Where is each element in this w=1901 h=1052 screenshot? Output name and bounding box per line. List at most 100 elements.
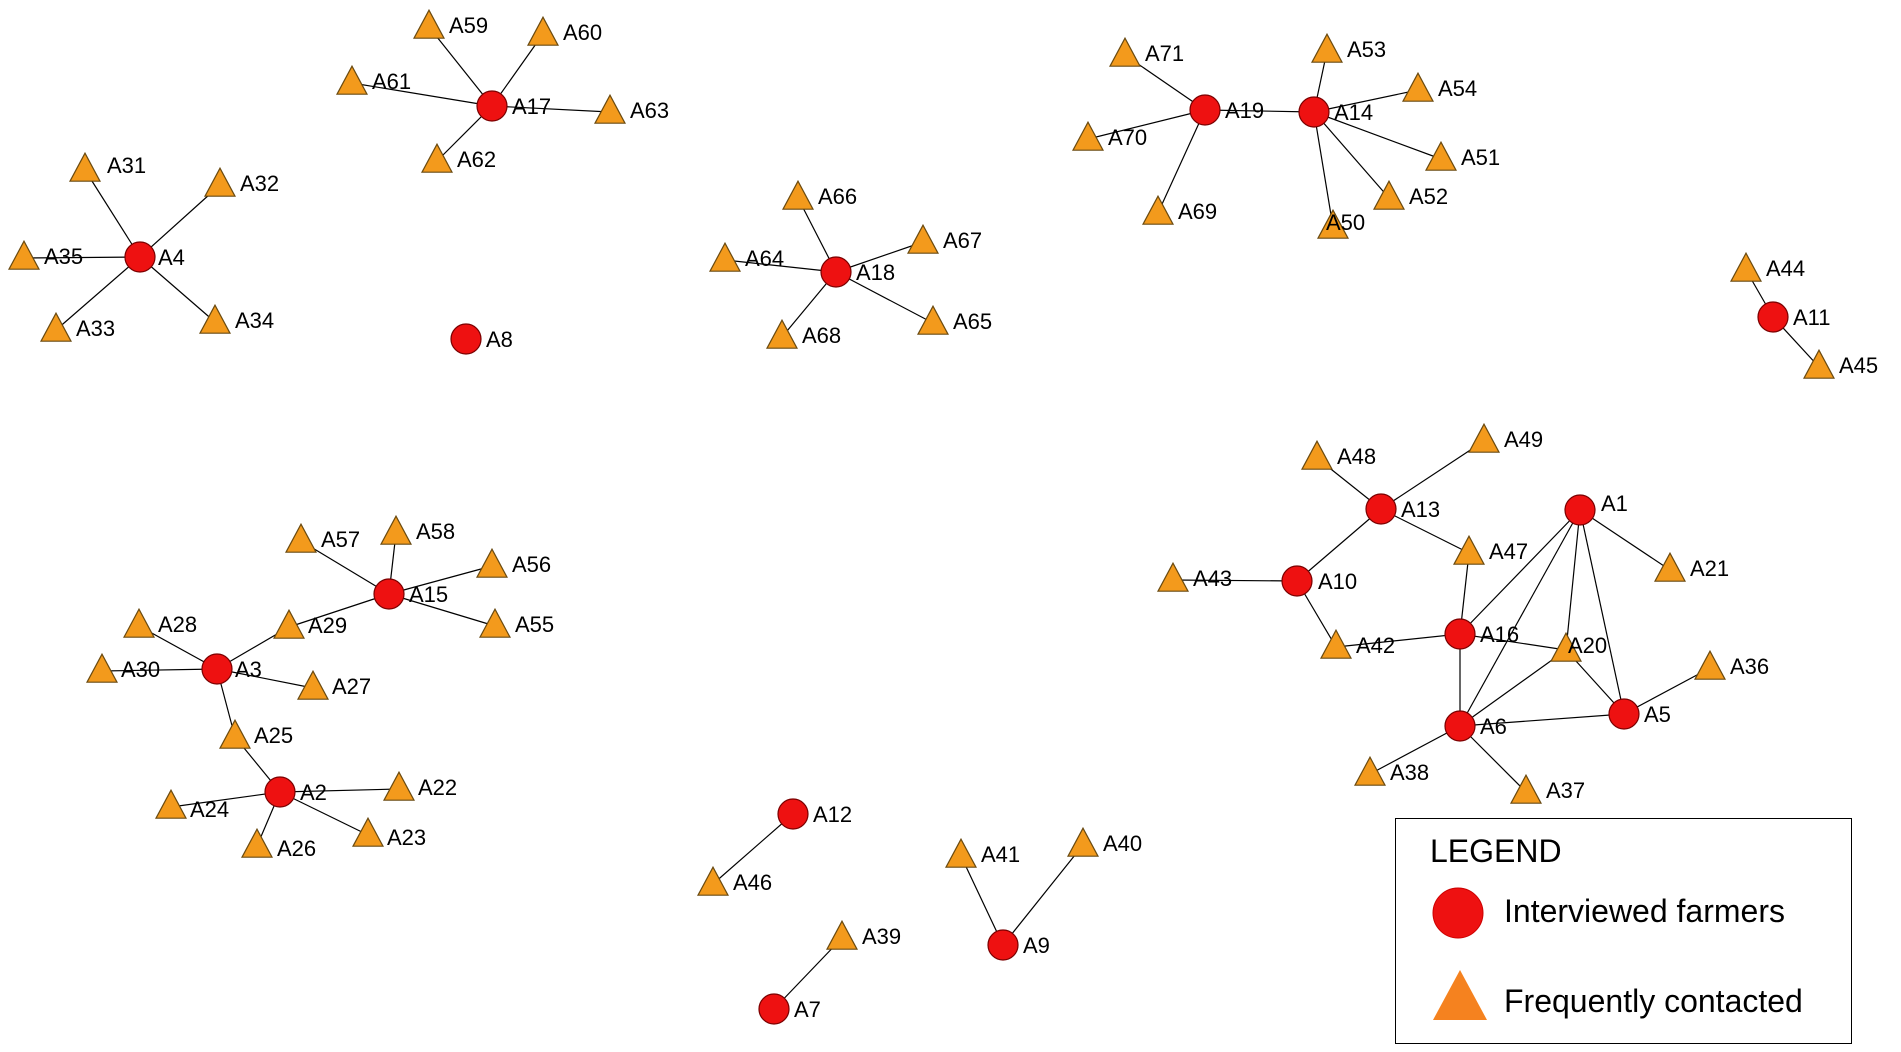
contact-node-icon [296,669,330,700]
node-label-a15: A15 [409,582,448,607]
node-a43: A43 [1156,561,1232,592]
contact-node-icon [198,303,232,334]
node-a2: A2 [264,776,327,808]
farmer-node-icon [987,929,1019,961]
contact-node-icon [351,816,385,847]
node-label-a60: A60 [563,20,602,45]
node-a20: A20 [1549,631,1607,662]
node-label-a32: A32 [240,171,279,196]
edge-a1-a21 [1579,509,1671,571]
node-a42: A42 [1319,628,1395,659]
node-label-a64: A64 [745,246,784,271]
edge-a5-a36 [1623,667,1711,715]
edge-a19-a69 [1157,109,1206,214]
edge-a6-a38 [1369,725,1461,775]
node-label-a56: A56 [512,552,551,577]
node-a66: A66 [781,179,857,210]
node-a22: A22 [382,770,457,801]
contact-node-icon [1467,422,1501,453]
contact-node-icon [1310,32,1344,63]
node-a47: A47 [1452,534,1528,565]
node-label-a22: A22 [418,775,457,800]
node-label-a27: A27 [332,674,371,699]
node-label-a11: A11 [1793,305,1831,330]
contact-node-icon [1141,194,1175,225]
contact-node-icon [335,64,369,95]
contact-node-icon [1401,71,1435,102]
node-label-a55: A55 [515,612,554,637]
node-label-a54: A54 [1438,76,1477,101]
node-label-a37: A37 [1546,778,1585,803]
edge-a17-a59 [428,26,493,107]
node-a40: A40 [1066,826,1142,857]
node-a61: A61 [335,64,411,95]
node-label-a6: A6 [1480,714,1507,739]
contact-node-icon [1802,348,1836,379]
node-a59: A59 [412,8,488,39]
contact-node-icon [593,93,627,124]
legend-title: LEGEND [1430,833,1562,869]
contact-node-icon [382,770,416,801]
edge-a4-a35 [23,256,141,259]
legend-farmer-icon [1432,887,1484,939]
edge-a16-a1 [1459,509,1581,635]
contact-node-icon [944,837,978,868]
node-a36: A36 [1693,649,1769,680]
node-a38: A38 [1353,755,1429,786]
edge-a1-a20 [1565,509,1581,651]
node-a52: A52 [1372,179,1448,210]
contact-node-icon [478,607,512,638]
node-a6: A6 [1444,710,1507,742]
farmer-node-icon [264,776,296,808]
edge-a3-a30 [101,668,218,672]
edge-a16-a20 [1459,633,1567,651]
node-label-a36: A36 [1730,654,1769,679]
node-a58: A58 [379,514,455,545]
edge-a6-a5 [1459,713,1625,727]
node-label-a65: A65 [953,309,992,334]
node-a55: A55 [478,607,554,638]
edge-a19-a70 [1087,109,1206,140]
node-a3: A3 [201,653,262,685]
contact-node-icon [122,607,156,638]
node-label-a25: A25 [254,723,293,748]
node-label-a33: A33 [76,316,115,341]
edge-a10-a43 [1172,579,1298,582]
node-a48: A48 [1300,439,1376,470]
farmer-node-icon [1365,493,1397,525]
node-a32: A32 [203,166,279,197]
node-a67: A67 [906,223,982,254]
node-label-a13: A13 [1401,497,1440,522]
contact-node-icon [1353,755,1387,786]
farmer-node-icon [1608,698,1640,730]
node-label-a20: A20 [1568,633,1607,658]
node-label-a62: A62 [457,147,496,172]
contact-node-icon [1316,208,1350,239]
legend-contact-label: Frequently contacted [1504,983,1803,1019]
node-label-a52: A52 [1409,184,1448,209]
edge-a4-a32 [139,184,221,258]
contact-node-icon [203,166,237,197]
node-label-a18: A18 [856,260,895,285]
contact-node-icon [154,788,188,819]
edge-a14-a52 [1313,111,1390,199]
contact-node-icon [1549,631,1583,662]
farmer-node-icon [1444,618,1476,650]
contact-node-icon [7,239,41,270]
node-label-a17: A17 [512,94,551,119]
node-label-a46: A46 [733,870,772,895]
farmer-node-icon [450,323,482,355]
node-label-a44: A44 [1766,256,1805,281]
edges-layer [23,26,1820,1010]
contact-node-icon [475,547,509,578]
contact-node-icon [1108,36,1142,67]
contact-node-icon [1509,773,1543,804]
node-a34: A34 [198,303,274,334]
node-a51: A51 [1424,140,1500,171]
node-a41: A41 [944,837,1020,868]
contact-node-icon [765,318,799,349]
contact-node-icon [1372,179,1406,210]
node-a23: A23 [351,816,426,850]
edge-a13-a10 [1296,508,1382,582]
